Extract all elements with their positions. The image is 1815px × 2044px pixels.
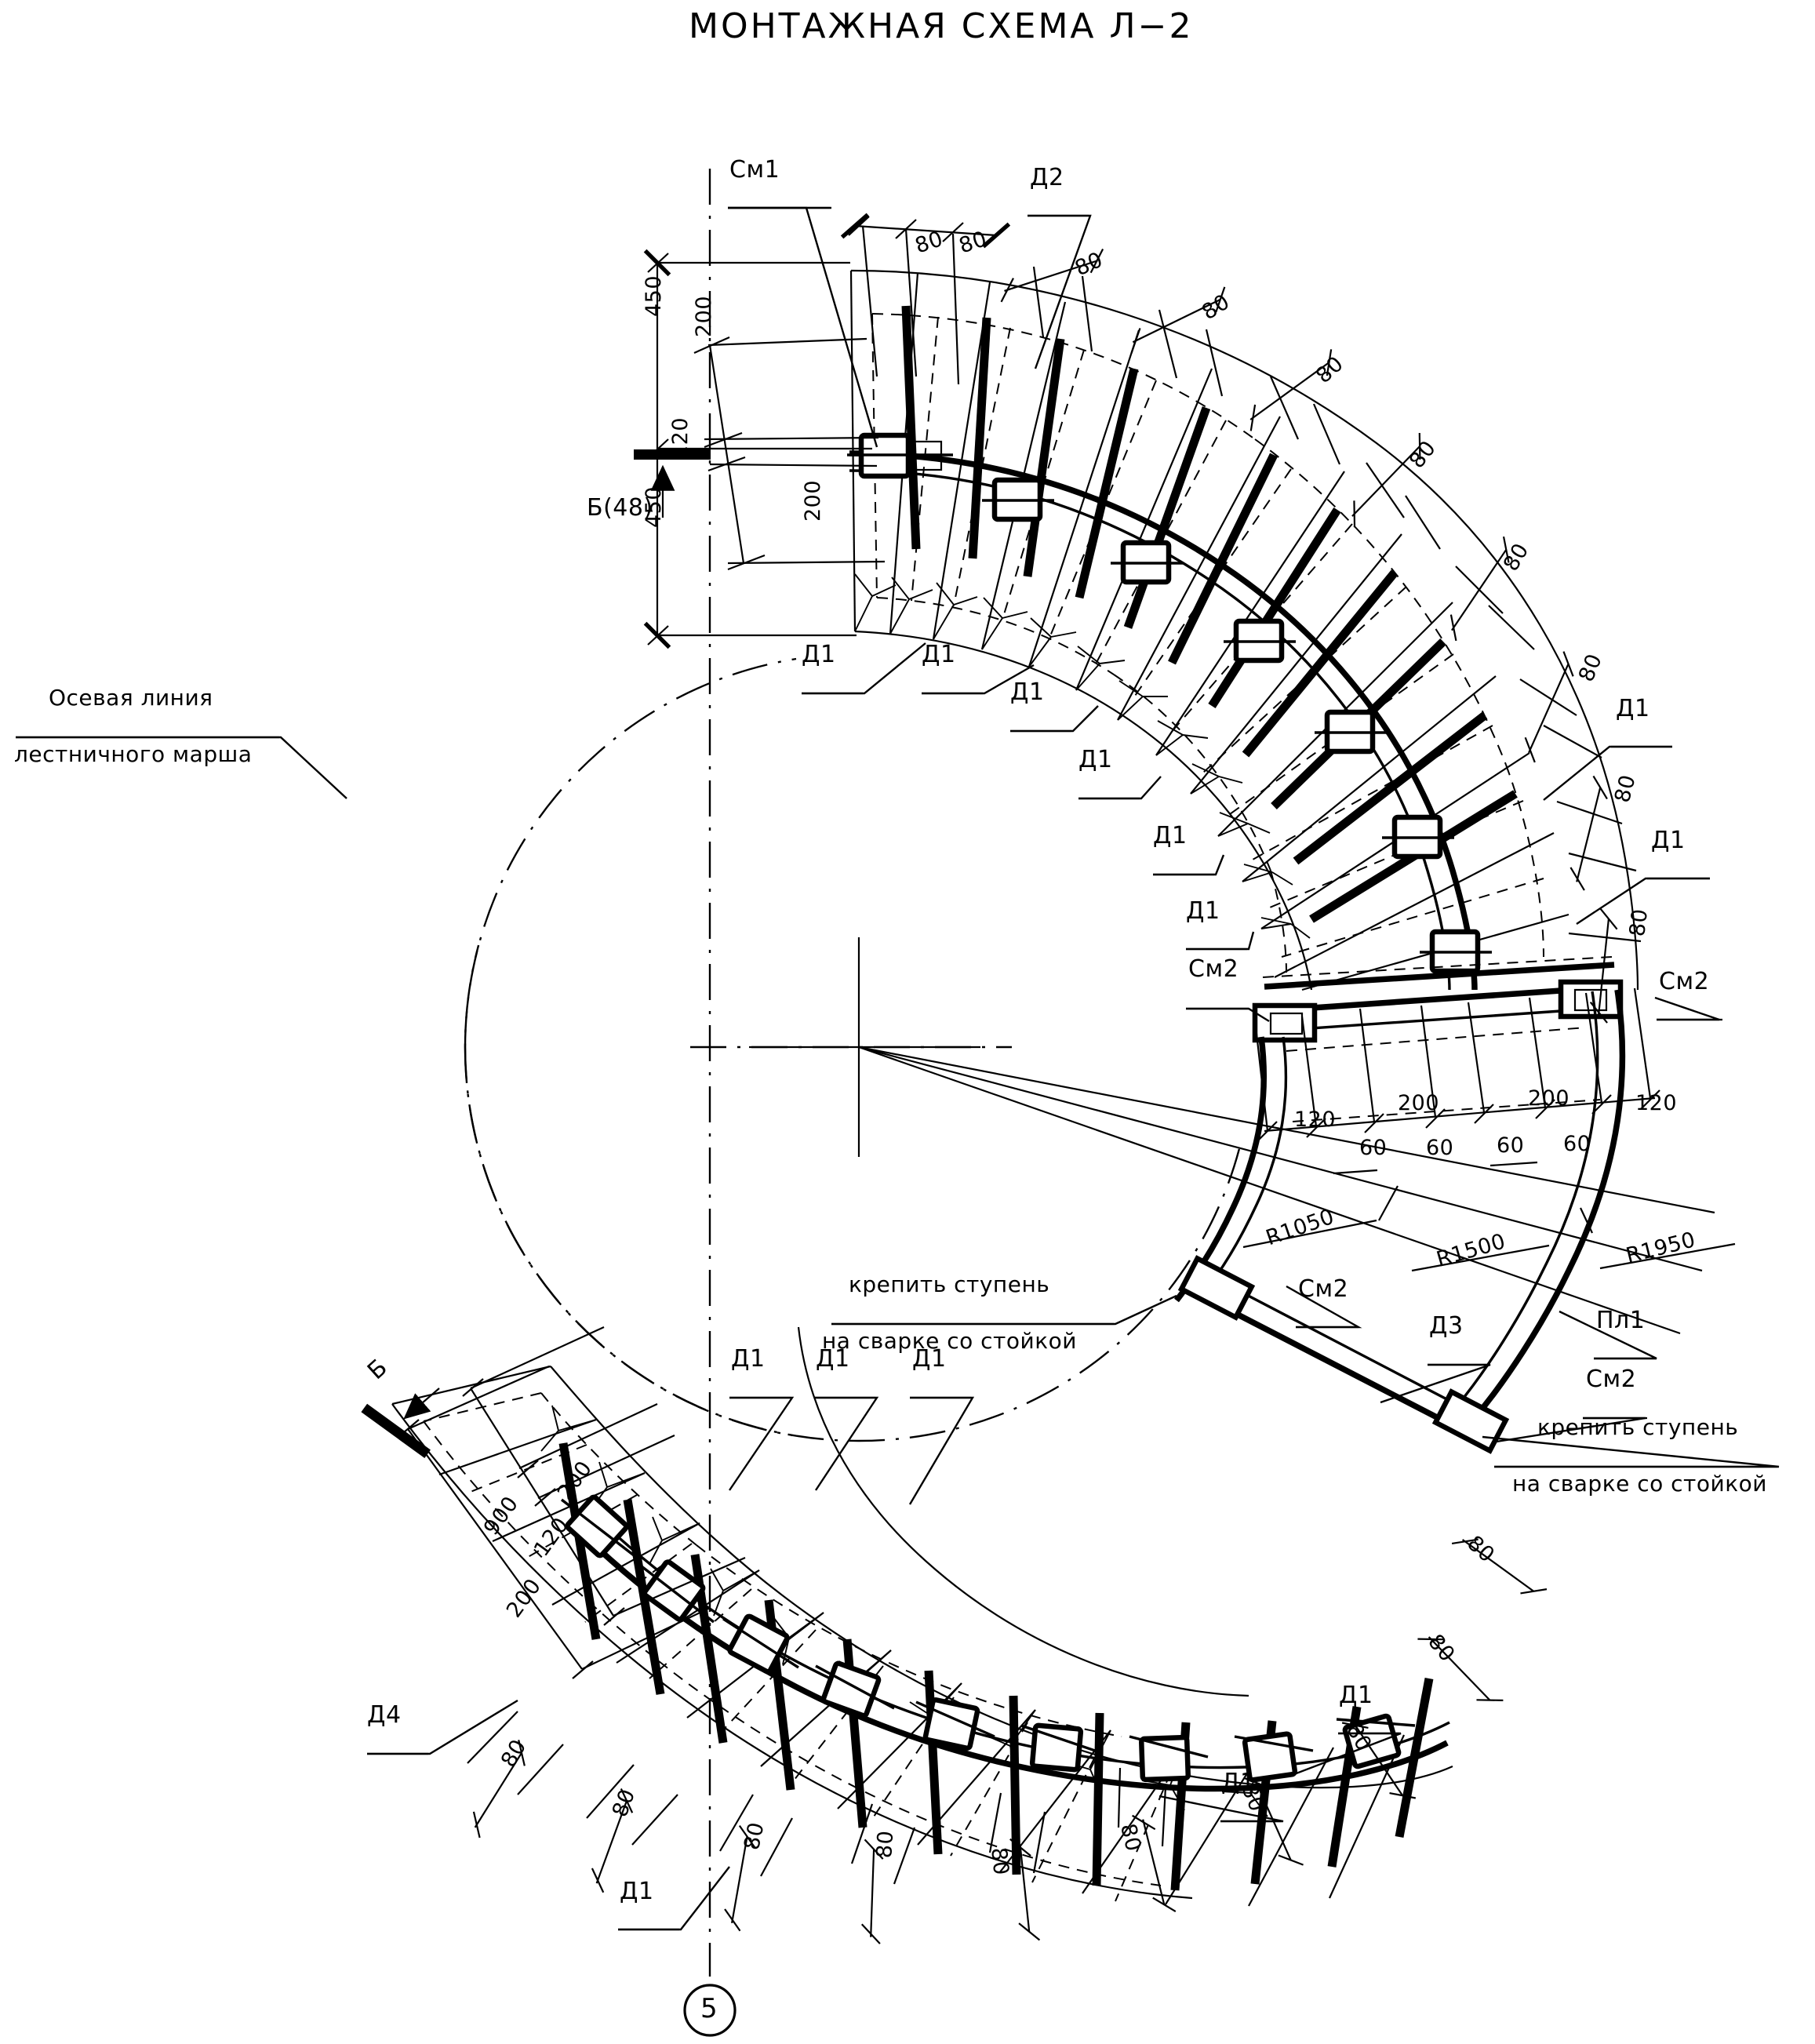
dim-200-b: 200 — [1528, 1086, 1570, 1111]
callout-d1-n: Д1 — [620, 1878, 654, 1905]
callout-d1-l: Д1 — [1339, 1682, 1373, 1709]
centerline-note-line1: Осевая линия — [49, 685, 213, 711]
callout-d1-a: Д1 — [802, 641, 836, 668]
upper-flight-node-plates — [847, 432, 1492, 974]
callout-d1-g: Д1 — [1616, 695, 1650, 722]
dim-450-top: 450 — [642, 275, 666, 317]
callout-underlines — [16, 206, 1777, 1931]
callout-d1-c: Д1 — [1010, 678, 1045, 706]
upper-flight-balusters — [901, 305, 1518, 923]
dim-200-a: 200 — [1398, 1091, 1440, 1115]
dim-120: 120 — [668, 416, 693, 459]
dim-60-c: 60 — [1497, 1133, 1525, 1158]
callout-d1-h: Д1 — [1651, 827, 1686, 854]
callout-d1-f: Д1 — [1186, 897, 1220, 925]
callout-sm2-a: См2 — [1188, 955, 1239, 983]
callout-sm2-c: См2 — [1298, 1275, 1349, 1303]
construction-centerlines — [464, 169, 1241, 1977]
callout-d3: Д3 — [1429, 1312, 1464, 1340]
section-mark-b48 — [634, 449, 711, 518]
section-mark-b48-label: Б(48) — [587, 494, 653, 522]
lower-flight-treads — [391, 1326, 1453, 1907]
dim-200-top: 200 — [692, 295, 716, 337]
dim-200-bot: 200 — [801, 479, 825, 522]
dimension-frame-upper — [643, 213, 1011, 649]
weld-note-1-line1: крепить ступень — [849, 1271, 1050, 1297]
callout-d1-k: Д1 — [912, 1345, 947, 1373]
callout-d1-m: Д1 — [1221, 1769, 1256, 1796]
section-mark-b — [361, 1388, 440, 1459]
callout-sm2-b: См2 — [1659, 968, 1710, 995]
callout-d1-e: Д1 — [1153, 822, 1188, 849]
callout-d1-j: Д1 — [816, 1345, 850, 1373]
callout-d1-d: Д1 — [1078, 746, 1113, 773]
page-title: МОНТАЖНАЯ СХЕМА Л−2 — [689, 6, 1194, 46]
callout-d1-i: Д1 — [731, 1345, 766, 1373]
callout-pl1: Пл1 — [1596, 1307, 1646, 1334]
outer-arc-dimension-ticks-lower — [467, 1538, 1548, 1944]
lower-flight-node-plates — [560, 1494, 1416, 1783]
weld-note-2-line1: крепить ступень — [1537, 1414, 1739, 1440]
centerline-note-line2: лестничного марша — [14, 741, 253, 767]
dim-120-L: 120 — [1294, 1107, 1337, 1132]
dim-60-d: 60 — [1563, 1132, 1591, 1156]
dim-120-R: 120 — [1635, 1091, 1678, 1115]
dim-60-a: 60 — [1359, 1136, 1388, 1160]
radius-leaders — [858, 1046, 1736, 1335]
callout-d2: Д2 — [1030, 164, 1064, 191]
dim-80-j: 80 — [1625, 907, 1653, 938]
callout-d4: Д4 — [367, 1701, 402, 1729]
axis-bubble-number: 5 — [700, 1993, 718, 2024]
weld-note-2-line2: на сварке со стойкой — [1512, 1471, 1767, 1497]
dim-60-b: 60 — [1426, 1136, 1454, 1160]
landing-platform — [1174, 956, 1626, 1454]
dim-450-bot: 450 — [642, 486, 666, 528]
axis-bubble-circle — [683, 1984, 737, 2037]
callout-sm2-d: См2 — [1586, 1366, 1637, 1393]
callout-sm1: См1 — [729, 156, 780, 184]
outer-arc-dimension-ticks-upper — [1000, 248, 1642, 1024]
weld-note-1-line2: на сварке со стойкой — [822, 1328, 1077, 1354]
callout-d1-b: Д1 — [922, 641, 956, 668]
dim-80-o: 80 — [986, 1846, 1013, 1877]
dimension-frame-lower-left — [398, 1326, 746, 1679]
dim-80-n: 80 — [872, 1829, 899, 1860]
